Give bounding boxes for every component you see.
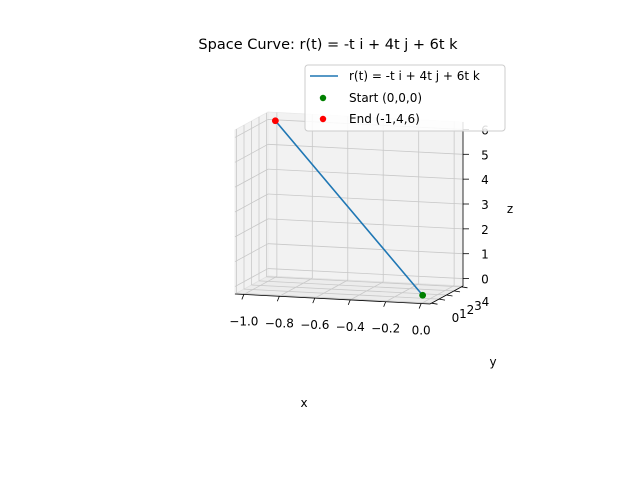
- z-tick-label: 1: [481, 248, 489, 262]
- plot-area: [271, 117, 427, 299]
- y-tick-label: 0: [452, 311, 460, 325]
- x-tick-mark: [418, 303, 422, 309]
- z-tick-label: 4: [481, 173, 489, 187]
- legend-entry-start: Start (0,0,0): [349, 91, 422, 105]
- z-tick-label: 0: [481, 273, 489, 287]
- x-tick-label: −0.6: [300, 318, 329, 332]
- y-tick-mark: [446, 294, 453, 297]
- y-tick-label: 2: [467, 303, 475, 317]
- x-tick-mark: [312, 297, 316, 304]
- grid-line-z-side: [234, 268, 269, 287]
- x-tick-mark: [383, 301, 387, 307]
- grid-line-z-side: [234, 243, 269, 263]
- y-tick-mark: [461, 286, 468, 289]
- y-tick-label: 4: [482, 295, 490, 309]
- legend-frame: [304, 64, 506, 132]
- x-tick-label: −0.2: [371, 322, 400, 336]
- y-tick-mark: [431, 302, 438, 305]
- grid-line-z-back: [267, 243, 464, 255]
- grid-line-z-back: [267, 193, 464, 205]
- y-tick-label: 3: [474, 299, 482, 313]
- axes-grid: [234, 112, 464, 304]
- grid-line-z-side: [234, 218, 269, 238]
- grid-line-z-side: [234, 193, 269, 213]
- x-tick-label: 0.0: [412, 324, 431, 338]
- legend-entry-end: End (-1,4,6): [349, 112, 420, 126]
- grid-line-z-back: [267, 218, 464, 230]
- grid-line-z-side: [234, 168, 269, 188]
- legend-start-marker: [319, 94, 327, 102]
- grid-line-z-back: [267, 143, 464, 155]
- grid-line-y-floor: [251, 284, 447, 296]
- x-tick-label: −0.8: [265, 316, 294, 330]
- grid-line-y-floor: [236, 292, 432, 304]
- z-tick-label: 3: [481, 198, 489, 212]
- grid-line-y-floor: [243, 288, 440, 300]
- end-point-marker: [271, 117, 279, 125]
- legend: r(t) = -t i + 4t j + 6t k Start (0,0,0) …: [304, 64, 506, 132]
- x-axis-line: [234, 293, 431, 305]
- legend-end-marker: [319, 115, 327, 123]
- z-tick-label: 2: [481, 223, 489, 237]
- x-axis-label: x: [300, 396, 307, 410]
- grid-line-y-floor: [266, 276, 462, 288]
- y-axis-label: y: [489, 355, 496, 369]
- legend-entry-curve: r(t) = -t i + 4t j + 6t k: [349, 69, 480, 83]
- grid-line-z-side: [234, 143, 269, 163]
- grid-line-z-back: [267, 268, 464, 279]
- x-tick-mark: [276, 296, 280, 302]
- x-tick-label: −1.0: [229, 314, 258, 328]
- chart-title: Space Curve: r(t) = -t i + 4t j + 6t k: [198, 37, 458, 53]
- start-point-marker: [419, 291, 427, 299]
- axis-ticks: −1.0−0.8−0.6−0.4−0.20.0012340123456: [229, 123, 489, 337]
- grid-line-z-side: [234, 119, 269, 138]
- z-axis-label: z: [507, 202, 513, 216]
- y-tick-mark: [438, 298, 446, 301]
- x-tick-mark: [241, 294, 245, 300]
- y-tick-label: 1: [459, 307, 467, 321]
- grid-line-z-back: [267, 168, 464, 180]
- z-tick-label: 5: [481, 148, 489, 162]
- x-tick-mark: [347, 299, 351, 306]
- y-tick-mark: [453, 290, 461, 293]
- curve-line: [274, 120, 424, 296]
- grid-line-y-floor: [258, 280, 455, 292]
- x-tick-label: −0.4: [336, 320, 365, 334]
